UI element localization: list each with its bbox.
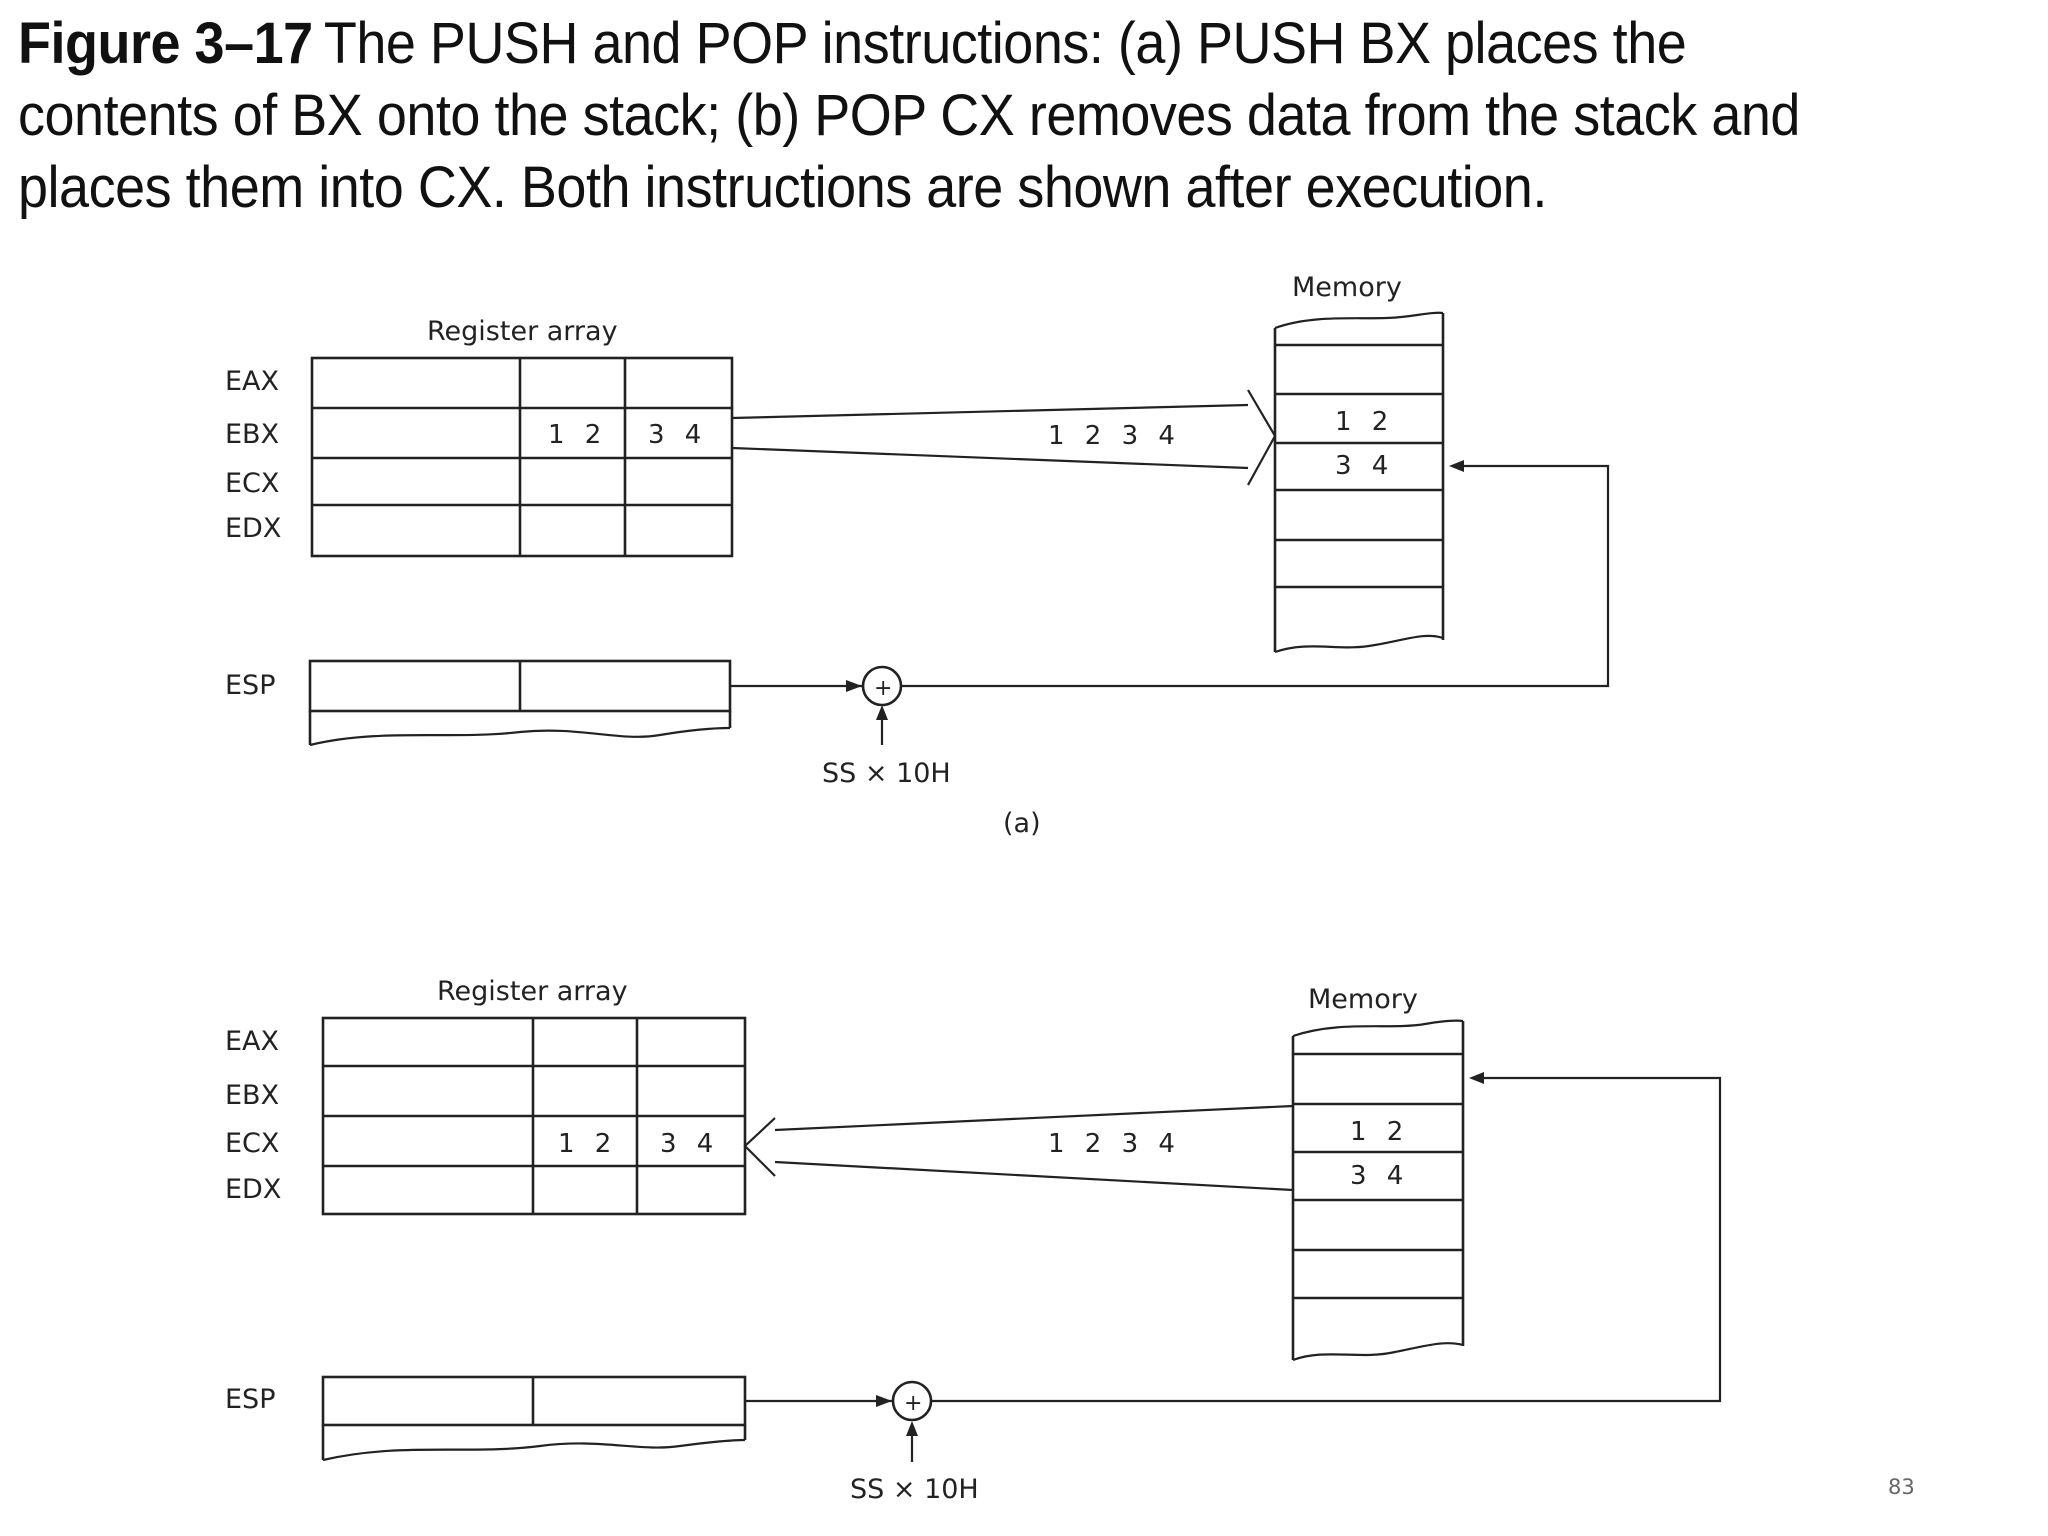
arrow-head (1247, 389, 1277, 486)
memory-bottom-break (1274, 634, 1444, 654)
register-label-edx: EDX (225, 1174, 281, 1205)
register-label-eax: EAX (225, 366, 279, 397)
register-array-a: Register array EAX EBX ECX EDX 1 2 3 4 (225, 316, 734, 558)
register-label-ecx: ECX (225, 468, 279, 499)
ss-to-adder-arrowhead (906, 1421, 918, 1436)
arrow-lower-edge (774, 1160, 1294, 1192)
memory-b: Memory 1 2 3 4 (1291, 984, 1465, 1362)
caption-text: The PUSH and POP instructions: (a) PUSH … (18, 11, 1800, 220)
push-transfer-arrow: 1 2 3 4 (731, 389, 1277, 486)
address-feedback-arrowhead (1469, 1072, 1484, 1084)
pop-transfer-arrow: 1 2 3 4 (743, 1104, 1294, 1192)
arrow-head (743, 1117, 776, 1177)
panel-a: Register array EAX EBX ECX EDX 1 2 3 4 1… (225, 272, 1610, 839)
address-feedback-line (901, 464, 1610, 688)
ss-to-adder-arrowhead (876, 705, 888, 720)
memory-low-byte: 3 4 (1335, 451, 1394, 481)
memory-label: Memory (1292, 272, 1402, 303)
memory-high-byte: 1 2 (1335, 407, 1394, 437)
register-array-b: Register array EAX EBX ECX EDX 1 2 3 4 (225, 976, 747, 1216)
ebx-high-byte: 1 2 (548, 420, 607, 450)
esp-path-b: ESP + SS × 10H (225, 1072, 1722, 1505)
memory-bottom-break (1292, 1342, 1464, 1362)
esp-to-adder-arrowhead (876, 1395, 892, 1407)
address-feedback-arrowhead (1449, 460, 1464, 472)
ebx-low-byte: 3 4 (648, 420, 707, 450)
ss-label: SS × 10H (850, 1474, 979, 1505)
memory-top-break (1274, 311, 1444, 330)
register-array-label: Register array (437, 976, 628, 1007)
esp-to-adder-arrowhead (846, 680, 862, 692)
adder-symbol: + (874, 676, 892, 701)
register-label-ecx: ECX (225, 1128, 279, 1159)
memory-a: Memory 1 2 3 4 (1273, 272, 1445, 654)
memory-high-byte: 1 2 (1350, 1117, 1409, 1147)
register-label-ebx: EBX (225, 1080, 279, 1111)
ecx-high-byte: 1 2 (558, 1129, 617, 1159)
esp-bottom-break (309, 726, 731, 747)
address-feedback-line (931, 1076, 1722, 1403)
panel-b: Register array EAX EBX ECX EDX 1 2 3 4 1… (225, 976, 1722, 1505)
adder-symbol: + (904, 1391, 922, 1416)
ss-label: SS × 10H (822, 758, 951, 789)
memory-low-byte: 3 4 (1350, 1161, 1409, 1191)
arrow-lower-edge (731, 446, 1249, 470)
arrow-upper-edge (731, 403, 1249, 420)
register-label-eax: EAX (225, 1026, 279, 1057)
panel-a-caption: (a) (1003, 808, 1041, 839)
transfer-label: 1 2 3 4 (1048, 421, 1181, 451)
esp-label: ESP (225, 670, 275, 701)
esp-path-a: ESP + SS × 10H (a) (225, 460, 1610, 839)
ecx-low-byte: 3 4 (660, 1129, 719, 1159)
esp-bottom-break (322, 1438, 746, 1462)
transfer-label: 1 2 3 4 (1048, 1129, 1181, 1159)
page-number: 83 (1888, 1475, 1915, 1499)
register-label-ebx: EBX (225, 419, 279, 450)
memory-top-break (1292, 1019, 1464, 1038)
esp-label: ESP (225, 1384, 275, 1415)
figure-label: Figure 3–17 (18, 11, 313, 76)
arrow-upper-edge (774, 1104, 1294, 1132)
register-array-label: Register array (427, 316, 618, 347)
register-label-edx: EDX (225, 513, 281, 544)
memory-label: Memory (1308, 984, 1418, 1015)
